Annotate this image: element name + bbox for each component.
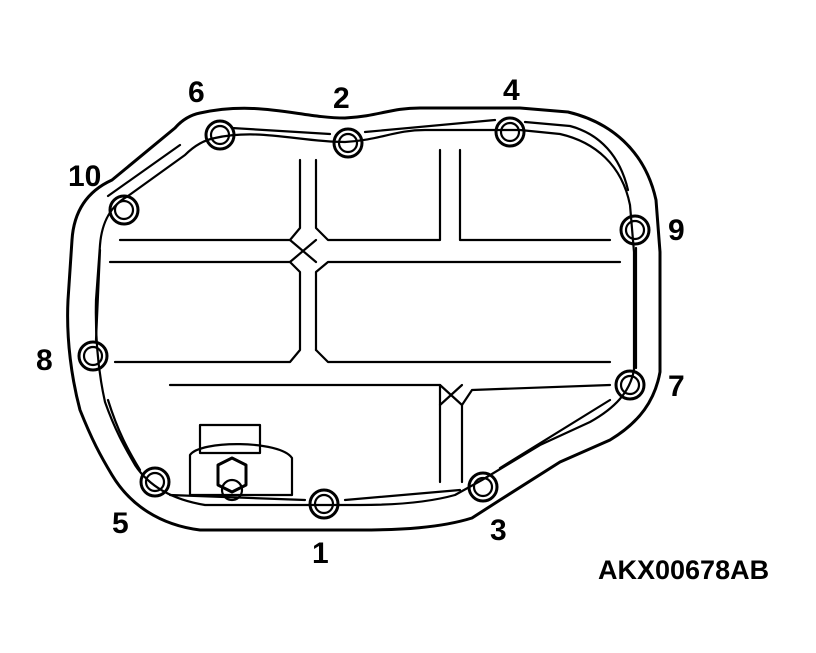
bolt-4: [494, 116, 526, 148]
bolt-7: [614, 369, 646, 401]
bolt-9: [619, 214, 651, 246]
bolt-label-5: 5: [112, 507, 129, 540]
bolt-label-3: 3: [490, 514, 507, 547]
bolt-label-9: 9: [668, 214, 685, 247]
bolt-label-8: 8: [36, 344, 53, 377]
pan-flange-inner: [94, 128, 636, 507]
bolt-label-2: 2: [333, 82, 350, 115]
bolt-label-6: 6: [188, 76, 205, 109]
pan-flange-outer: [66, 106, 662, 532]
bolt-label-1: 1: [312, 537, 329, 570]
bolt-1: [308, 488, 340, 520]
bolt-label-7: 7: [668, 370, 685, 403]
bolt-3: [467, 471, 499, 503]
bolt-label-10: 10: [68, 160, 101, 193]
bolt-8: [77, 340, 109, 372]
bolt-10: [108, 194, 140, 226]
reference-code: AKX00678AB: [598, 555, 769, 585]
pan-ribs: [108, 148, 622, 484]
gasket-groove: [94, 118, 638, 502]
drain-plug: [188, 423, 294, 502]
bolt-label-4: 4: [503, 74, 520, 107]
bolt-5: [139, 466, 171, 498]
bolt-6: [204, 119, 236, 151]
bolt-2: [332, 127, 364, 159]
